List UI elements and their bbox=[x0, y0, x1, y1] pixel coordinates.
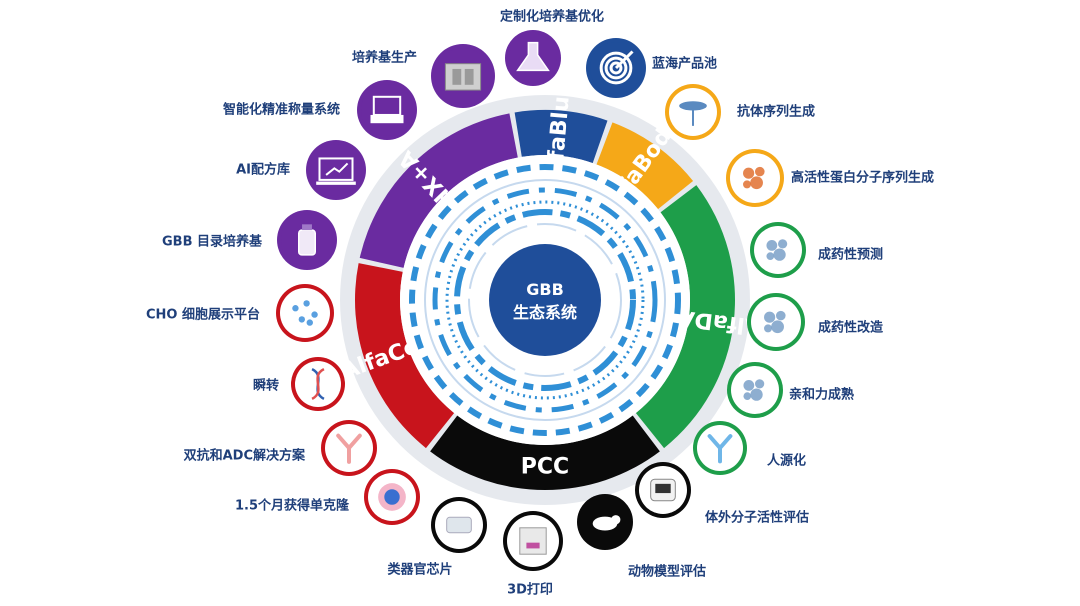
node-label: 动物模型评估 bbox=[628, 564, 706, 580]
flask-icon bbox=[516, 41, 550, 72]
protein-icon bbox=[743, 379, 765, 401]
node-label: 类器官芯片 bbox=[387, 562, 452, 578]
node-label: 1.5个月获得单克隆 bbox=[235, 498, 350, 514]
node-humanization: 人源化 bbox=[693, 421, 806, 475]
node-blue-ocean: 蓝海产品池 bbox=[586, 38, 717, 98]
bottle-icon bbox=[298, 224, 316, 256]
node-label: 成药性预测 bbox=[818, 247, 883, 263]
segment-label-pcc: PCC bbox=[521, 455, 569, 480]
laptop-chart-icon bbox=[316, 157, 356, 185]
segment-alfacell bbox=[355, 263, 455, 449]
node-monoclone: 1.5个月获得单克隆 bbox=[235, 469, 420, 525]
node-label: AI配方库 bbox=[236, 162, 290, 178]
tree-icon bbox=[679, 101, 707, 126]
antibody-structure-icon bbox=[766, 239, 788, 261]
protein-cluster-icon bbox=[764, 310, 786, 334]
node-transient: 瞬转 bbox=[253, 357, 345, 411]
node-cho-display: CHO 细胞展示平台 bbox=[146, 284, 334, 342]
node-antibody-seq: 抗体序列生成 bbox=[665, 84, 815, 140]
node-label: 人源化 bbox=[767, 453, 806, 469]
node-drugability-mod: 成药性改造 bbox=[747, 293, 884, 351]
decorative-rings bbox=[409, 164, 681, 436]
node-label: 定制化培养基优化 bbox=[499, 9, 604, 25]
node-label: 抗体序列生成 bbox=[737, 104, 815, 120]
mouse-icon bbox=[592, 515, 621, 531]
hub-title-line2: 生态系统 bbox=[513, 303, 577, 322]
antibody-icon bbox=[336, 433, 362, 464]
dna-icon bbox=[311, 368, 325, 400]
scale-icon bbox=[370, 95, 404, 124]
node-label: 高活性蛋白分子序列生成 bbox=[791, 170, 934, 186]
printer-icon bbox=[519, 527, 547, 555]
node-label: 蓝海产品池 bbox=[652, 56, 717, 72]
segment-pcc bbox=[430, 415, 660, 490]
node-label: 瞬转 bbox=[253, 378, 279, 394]
node-in-vitro: 体外分子活性评估 bbox=[635, 462, 809, 526]
node-high-activity-protein: 高活性蛋白分子序列生成 bbox=[726, 149, 934, 207]
factory-icon bbox=[444, 63, 482, 91]
cell-icon bbox=[378, 483, 406, 511]
cell-network-icon bbox=[292, 300, 318, 326]
hub-circle bbox=[489, 244, 601, 356]
chip-icon bbox=[446, 516, 472, 534]
molecule-icon bbox=[743, 166, 765, 190]
segment-alfabody bbox=[596, 122, 694, 210]
instrument-icon bbox=[650, 478, 676, 502]
target-icon bbox=[599, 50, 634, 85]
node-label: 体外分子活性评估 bbox=[705, 510, 809, 526]
y-antibody-icon bbox=[707, 434, 733, 464]
node-bispecific-adc: 双抗和ADC解决方案 bbox=[184, 420, 377, 476]
node-print3d: 3D打印 bbox=[503, 511, 563, 598]
node-organoid-chip: 类器官芯片 bbox=[387, 497, 487, 578]
node-smart-weighing: 智能化精准称量系统 bbox=[223, 80, 417, 140]
segment-alfadax bbox=[635, 185, 735, 449]
node-affinity: 亲和力成熟 bbox=[727, 362, 854, 418]
segment-alfablue bbox=[514, 109, 608, 164]
node-medium-production: 培养基生产 bbox=[352, 44, 495, 108]
node-label: 亲和力成熟 bbox=[789, 387, 854, 403]
node-drugability-pred: 成药性预测 bbox=[750, 222, 883, 278]
node-label: CHO 细胞展示平台 bbox=[146, 307, 260, 323]
node-label: 3D打印 bbox=[507, 582, 553, 598]
node-face bbox=[361, 84, 413, 136]
node-animal-model: 动物模型评估 bbox=[577, 494, 706, 580]
node-label: 智能化精准称量系统 bbox=[223, 102, 340, 118]
node-label: 成药性改造 bbox=[818, 320, 884, 336]
node-label: GBB 目录培养基 bbox=[162, 234, 263, 250]
node-gbb-catalog: GBB 目录培养基 bbox=[162, 210, 337, 270]
node-ai-formula: AI配方库 bbox=[236, 140, 366, 200]
node-face bbox=[280, 288, 330, 338]
node-label: 双抗和ADC解决方案 bbox=[184, 448, 306, 464]
hub-title-line1: GBB bbox=[526, 280, 564, 299]
node-label: 培养基生产 bbox=[352, 50, 417, 66]
segment-alfamedx bbox=[359, 113, 518, 268]
node-custom-medium-opt: 定制化培养基优化 bbox=[499, 9, 604, 86]
